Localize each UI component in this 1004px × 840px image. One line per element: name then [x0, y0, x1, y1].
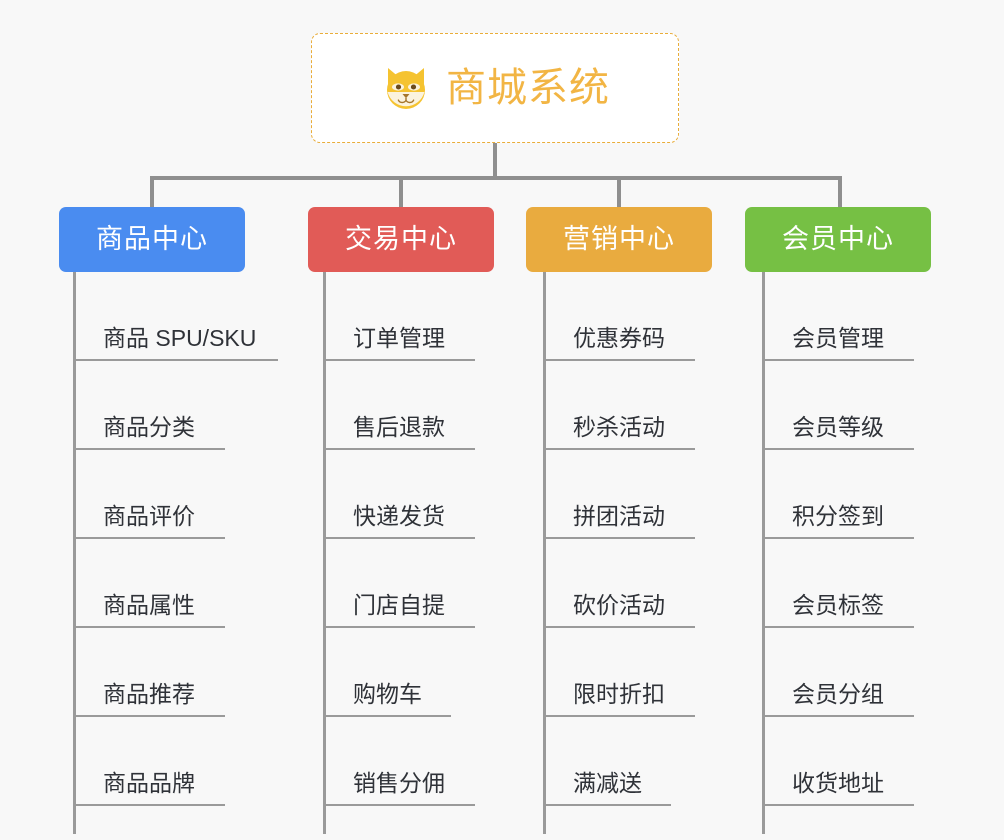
leaf-spine-member-center: [762, 272, 765, 834]
leaf-label: 会员管理: [792, 325, 884, 351]
leaf-label: 限时折扣: [573, 681, 665, 707]
leaf-spine-marketing-center: [543, 272, 546, 834]
leaf-underline: [73, 715, 225, 717]
leaf-label: 收货地址: [792, 770, 884, 796]
leaf-underline: [323, 804, 475, 806]
leaf-label: 会员标签: [792, 592, 884, 618]
leaf-label: 商品评价: [103, 503, 195, 529]
category-box-trade-center[interactable]: 交易中心: [308, 207, 494, 272]
leaf-label: 售后退款: [353, 414, 445, 440]
leaf-spine-trade-center: [323, 272, 326, 834]
category-box-product-center[interactable]: 商品中心: [59, 207, 245, 272]
leaf-spine-product-center: [73, 272, 76, 834]
category-box-member-center[interactable]: 会员中心: [745, 207, 931, 272]
leaf-underline: [323, 537, 475, 539]
connector-drop-product-center: [150, 176, 154, 209]
leaf-underline: [762, 537, 914, 539]
leaf-label: 会员分组: [792, 681, 884, 707]
leaf-label: 砍价活动: [573, 592, 665, 618]
leaf-underline: [543, 626, 695, 628]
leaf-underline: [543, 448, 695, 450]
connector-root-stem: [493, 143, 497, 180]
category-label-product-center: 商品中心: [96, 224, 208, 254]
leaf-underline: [323, 715, 451, 717]
leaf-label: 销售分佣: [353, 770, 445, 796]
leaf-label: 门店自提: [353, 592, 445, 618]
leaf-underline: [762, 359, 914, 361]
leaf-label: 优惠券码: [573, 325, 665, 351]
leaf-underline: [762, 715, 914, 717]
category-label-trade-center: 交易中心: [345, 224, 457, 254]
leaf-underline: [73, 448, 225, 450]
leaf-label: 商品 SPU/SKU: [103, 325, 257, 351]
connector-drop-member-center: [838, 176, 842, 209]
leaf-label: 商品推荐: [103, 681, 195, 707]
leaf-label: 拼团活动: [573, 503, 665, 529]
leaf-underline: [323, 359, 475, 361]
leaf-underline: [762, 448, 914, 450]
leaf-underline: [323, 448, 475, 450]
leaf-label: 购物车: [353, 681, 422, 707]
leaf-underline: [73, 804, 225, 806]
leaf-label: 订单管理: [353, 325, 445, 351]
leaf-underline: [543, 537, 695, 539]
leaf-underline: [323, 626, 475, 628]
leaf-label: 秒杀活动: [573, 414, 665, 440]
leaf-label: 商品属性: [103, 592, 195, 618]
leaf-underline: [543, 715, 695, 717]
leaf-label: 快递发货: [353, 503, 445, 529]
leaf-label: 满减送: [573, 770, 642, 796]
leaf-label: 积分签到: [792, 503, 884, 529]
category-label-marketing-center: 营销中心: [563, 224, 675, 254]
root-title: 商城系统: [446, 66, 610, 110]
dog-face-icon: [380, 62, 432, 114]
category-label-member-center: 会员中心: [782, 224, 894, 254]
connector-drop-marketing-center: [617, 176, 621, 209]
leaf-underline: [762, 626, 914, 628]
leaf-label: 会员等级: [792, 414, 884, 440]
leaf-underline: [762, 804, 914, 806]
leaf-underline: [73, 537, 225, 539]
leaf-underline: [73, 359, 278, 361]
connector-drop-trade-center: [399, 176, 403, 209]
leaf-underline: [543, 804, 671, 806]
leaf-underline: [73, 626, 225, 628]
leaf-label: 商品品牌: [103, 770, 195, 796]
connector-bus-bar: [150, 176, 842, 180]
leaf-underline: [543, 359, 695, 361]
leaf-label: 商品分类: [103, 414, 195, 440]
category-box-marketing-center[interactable]: 营销中心: [526, 207, 712, 272]
root-node[interactable]: 商城系统: [311, 33, 679, 143]
